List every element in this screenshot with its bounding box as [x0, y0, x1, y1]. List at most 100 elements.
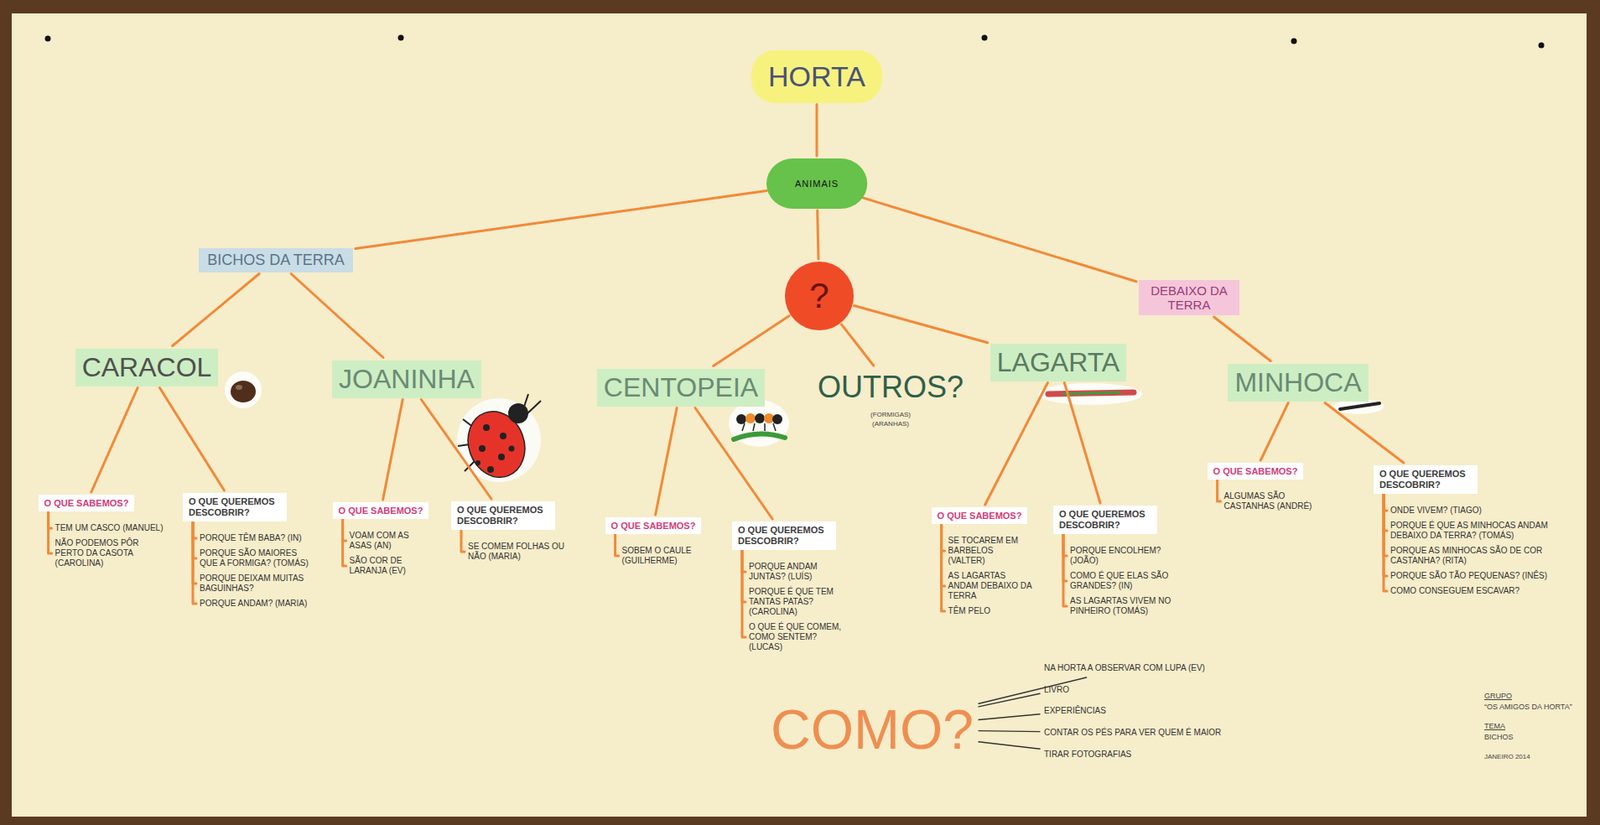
connector — [290, 274, 384, 359]
method-item: CONTAR OS PÉS PARA VER QUEM É MAIOR — [1044, 727, 1221, 738]
child-answer: PORQUE SÃO TÃO PEQUENAS? (INÊS) — [1390, 571, 1548, 582]
method-item: EXPERIÊNCIAS — [1044, 706, 1107, 717]
connector — [815, 104, 819, 157]
centipede-drawing — [728, 400, 790, 447]
child-answer: PORQUE DEIXAM MUITAS BAGUINHAS? — [199, 573, 317, 594]
node-text: PORQUE É QUE AS MINHOCAS ANDAM DEBAIXO D… — [1390, 520, 1563, 541]
connector — [841, 324, 873, 366]
known-box: O QUE SABEMOS? — [605, 517, 702, 535]
connector — [1064, 383, 1101, 504]
question-box: O QUE QUEREMOS DESCOBRIR? — [1373, 465, 1478, 494]
node-text: O QUE QUEREMOS DESCOBRIR? — [1379, 468, 1472, 491]
animal-band: MINHOCA — [1227, 363, 1368, 402]
connector — [978, 731, 1040, 733]
earthworm-drawing — [1333, 399, 1384, 415]
child-answer: ALGUMAS SÃO CASTANHAS (ANDRÉ) — [1224, 491, 1325, 512]
connector — [615, 534, 619, 556]
known-box: O QUE SABEMOS? — [38, 494, 136, 512]
note-label: (FORMIGAS) — [870, 410, 911, 419]
topic-blob: HORTA — [751, 50, 883, 104]
node-text: TEM UM CASCO (MANUEL) — [55, 523, 164, 534]
connector — [461, 529, 465, 552]
node-text: PORQUE AS MINHOCAS SÃO DE COR CASTANHA? … — [1390, 545, 1563, 567]
child-answer: COMO É QUE ELAS SÃO GRANDES? (IN) — [1070, 571, 1175, 592]
node-text: ONDE VIVEM? (TIAGO) — [1390, 505, 1482, 516]
connector — [985, 383, 1049, 506]
child-answer: COMO CONSEGUEM ESCAVAR? — [1390, 586, 1520, 597]
animal-band: LAGARTA — [990, 343, 1127, 382]
animal-band: CARACOL — [75, 348, 219, 387]
node-text: O QUE É QUE COMEM, COMO SENTEM? (LUCAS) — [748, 622, 842, 653]
question-box: O QUE QUEREMOS DESCOBRIR? — [732, 521, 837, 551]
category-blob: ANIMAIS — [766, 158, 868, 209]
node-text: EXPERIÊNCIAS — [1044, 706, 1107, 717]
node-text: PORQUE TÊM BABA? (IN) — [199, 533, 302, 544]
connector — [817, 210, 819, 260]
ladybug-drawing — [457, 394, 541, 486]
node-text: CENTOPEIA — [603, 372, 759, 404]
child-answer: O QUE É QUE COMEM, COMO SENTEM? (LUCAS) — [748, 622, 842, 653]
child-answer: SE COMEM FOLHAS OU NÃO (MARIA) — [467, 541, 573, 562]
child-answer: VOAM COM AS ASAS (AN) — [349, 530, 430, 551]
connector — [1260, 403, 1289, 462]
node-text: ALGUMAS SÃO CASTANHAS (ANDRÉ) — [1224, 491, 1325, 512]
child-answer: TÊM PELO — [948, 606, 992, 617]
known-box: O QUE SABEMOS? — [1207, 462, 1304, 480]
connector — [355, 191, 767, 250]
animal-band: JOANINHA — [332, 360, 482, 399]
connector — [1383, 493, 1388, 592]
method-item: NA HORTA A OBSERVAR COM LUPA (EV) — [1044, 663, 1206, 674]
node-text: TÊM PELO — [948, 606, 992, 617]
node-text: PORQUE ANDAM? (MARIA) — [199, 598, 307, 609]
child-answer: TEM UM CASCO (MANUEL) — [55, 523, 164, 534]
note-label: TEMA — [1484, 722, 1506, 731]
note-label: “OS AMIGOS DA HORTA” — [1484, 702, 1573, 712]
node-text: O QUE SABEMOS? — [44, 498, 130, 509]
node-text: O QUE SABEMOS? — [937, 510, 1023, 521]
connector — [420, 400, 492, 500]
connector — [342, 519, 347, 567]
connector — [91, 388, 138, 494]
child-answer: NÃO PODEMOS PÔR PERTO DA CASOTA (CAROLIN… — [55, 538, 165, 569]
node-text: ? — [809, 275, 829, 317]
node-text: CARACOL — [82, 352, 213, 384]
node-text: HORTA — [768, 60, 866, 94]
node-text: O QUE SABEMOS? — [338, 505, 424, 516]
node-text: PORQUE É QUE TEM TANTAS PATAS? (CAROLINA… — [748, 587, 842, 618]
node-text: VOAM COM AS ASAS (AN) — [349, 530, 430, 551]
known-box: O QUE SABEMOS? — [332, 502, 430, 520]
child-answer: PORQUE SÃO MAIORES QUE A FORMIGA? (TOMÁS… — [199, 548, 317, 569]
child-answer: AS LAGARTAS ANDAM DEBAIXO DA TERRA — [948, 571, 1033, 602]
node-text: CONTAR OS PÉS PARA VER QUEM É MAIOR — [1044, 727, 1221, 738]
node-text: PORQUE DEIXAM MUITAS BAGUINHAS? — [199, 573, 317, 594]
connector — [1217, 479, 1221, 502]
connector — [978, 742, 1040, 750]
child-answer: PORQUE TÊM BABA? (IN) — [199, 533, 302, 544]
note-label: JANEIRO 2014 — [1484, 753, 1531, 761]
note-label: (ARANHAS) — [872, 420, 910, 428]
node-text: SE TOCAREM EM BARBELOS (VALTER) — [948, 535, 1033, 567]
pushpins — [45, 35, 1545, 49]
animal-band: CENTOPEIA — [597, 368, 765, 407]
node-text: SOBEM O CAULE (GUILHERME) — [622, 545, 702, 567]
node-text: PORQUE ENCOLHEM? (JOÃO) — [1070, 545, 1175, 567]
node-text: O QUE SABEMOS? — [611, 520, 697, 531]
node-text: PORQUE ANDAM JUNTAS? (LUÍS) — [748, 561, 842, 582]
question-circle: ? — [784, 261, 854, 331]
child-answer: PORQUE É QUE AS MINHOCAS ANDAM DEBAIXO D… — [1390, 520, 1563, 541]
node-text: SE COMEM FOLHAS OU NÃO (MARIA) — [467, 541, 573, 562]
node-text: O QUE QUEREMOS DESCOBRIR? — [188, 496, 281, 519]
connector — [1063, 534, 1067, 607]
node-text: LIVRO — [1044, 685, 1070, 696]
others-heading: OUTROS? — [814, 368, 967, 407]
node-text: BICHOS DA TERRA — [207, 251, 345, 270]
connector — [655, 408, 678, 516]
node-text: LAGARTA — [997, 347, 1120, 379]
node-text: AS LAGARTAS ANDAM DEBAIXO DA TERRA — [948, 571, 1033, 602]
node-text: O QUE QUEREMOS DESCOBRIR? — [457, 504, 550, 527]
node-text: O QUE QUEREMOS DESCOBRIR? — [737, 524, 831, 547]
how-heading: COMO? — [767, 697, 977, 762]
child-answer: PORQUE ENCOLHEM? (JOÃO) — [1070, 545, 1175, 567]
node-text: O QUE SABEMOS? — [1213, 466, 1299, 477]
